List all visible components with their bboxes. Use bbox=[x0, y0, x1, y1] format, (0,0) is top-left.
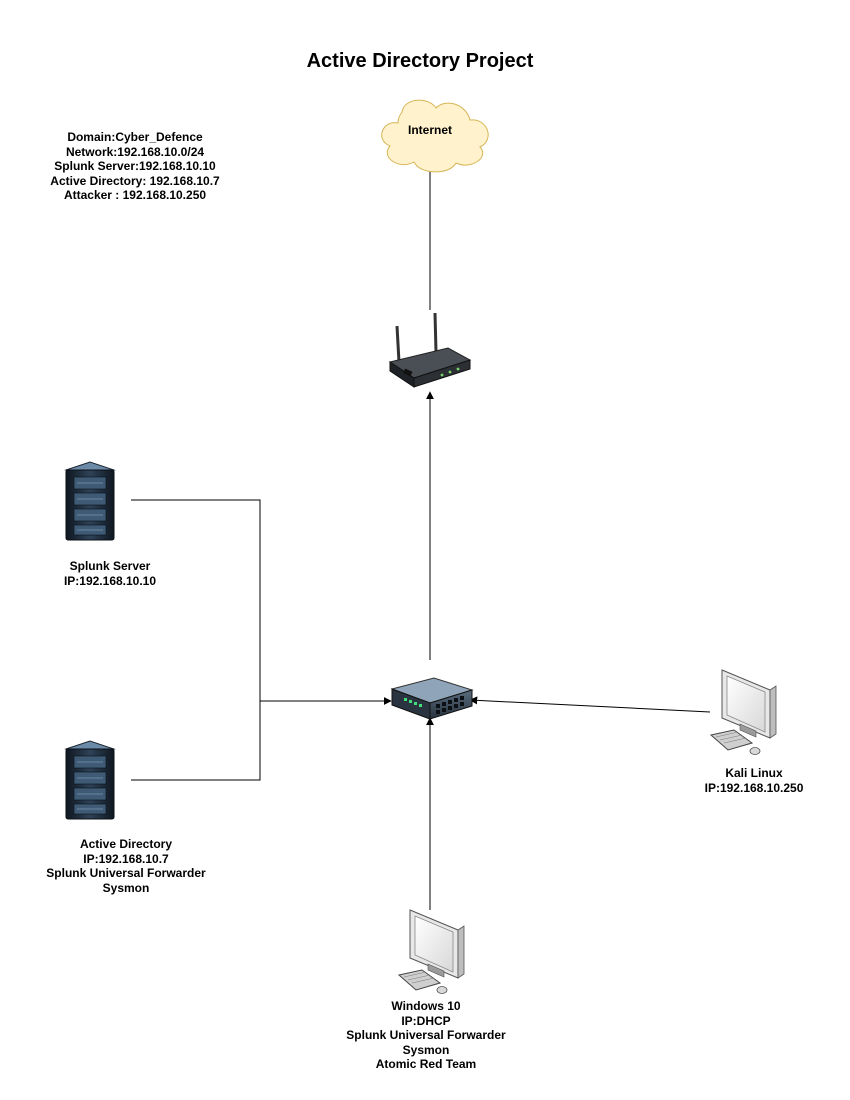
windows-ip: IP:DHCP bbox=[401, 1013, 451, 1028]
active-directory-label: Active Directory IP:192.168.10.7 Splunk … bbox=[26, 837, 226, 895]
desktop-computer-icon bbox=[709, 669, 777, 755]
windows-name: Windows 10 bbox=[391, 999, 461, 1013]
desktop-computer-icon bbox=[397, 909, 465, 994]
windows-atomic: Atomic Red Team bbox=[375, 1057, 477, 1071]
ad-forwarder: Splunk Universal Forwarder bbox=[46, 866, 206, 880]
kali-ip: IP:192.168.10.250 bbox=[704, 780, 804, 795]
windows-label: Windows 10 IP:DHCP Splunk Universal Forw… bbox=[326, 999, 526, 1072]
network-switch-icon bbox=[390, 677, 474, 720]
info-line-ad: Active Directory: 192.168.10.7 bbox=[50, 173, 220, 188]
page-title: Active Directory Project bbox=[306, 50, 534, 72]
splunk-server-label: Splunk Server IP:192.168.10.10 bbox=[20, 559, 200, 588]
network-info-block: Domain:Cyber_Defence Network:192.168.10.… bbox=[30, 130, 240, 203]
splunk-server-ip: IP:192.168.10.10 bbox=[63, 573, 157, 588]
info-line-attacker: Attacker : 192.168.10.250 bbox=[63, 188, 207, 202]
splunk-server-name: Splunk Server bbox=[69, 559, 151, 573]
ad-ip: IP:192.168.10.7 bbox=[83, 851, 169, 866]
info-line-domain: Domain:Cyber_Defence bbox=[67, 130, 203, 144]
internet-label: Internet bbox=[408, 123, 452, 137]
kali-label: Kali Linux IP:192.168.10.250 bbox=[664, 766, 844, 795]
ad-name: Active Directory bbox=[79, 837, 173, 851]
server-rack-icon bbox=[64, 461, 116, 541]
windows-sysmon: Sysmon bbox=[402, 1042, 450, 1057]
ad-sysmon: Sysmon bbox=[102, 880, 150, 895]
kali-name: Kali Linux bbox=[725, 766, 783, 780]
info-line-network: Network:192.168.10.0/24 bbox=[65, 144, 205, 159]
server-rack-icon bbox=[64, 740, 116, 820]
info-line-splunk: Splunk Server:192.168.10.10 bbox=[54, 159, 216, 173]
windows-forwarder: Splunk Universal Forwarder bbox=[346, 1028, 506, 1042]
cloud-icon: Internet bbox=[381, 99, 489, 173]
link-splunk-bus bbox=[131, 499, 261, 781]
wireless-router-icon bbox=[388, 312, 472, 388]
link-kali-switch bbox=[469, 696, 711, 713]
